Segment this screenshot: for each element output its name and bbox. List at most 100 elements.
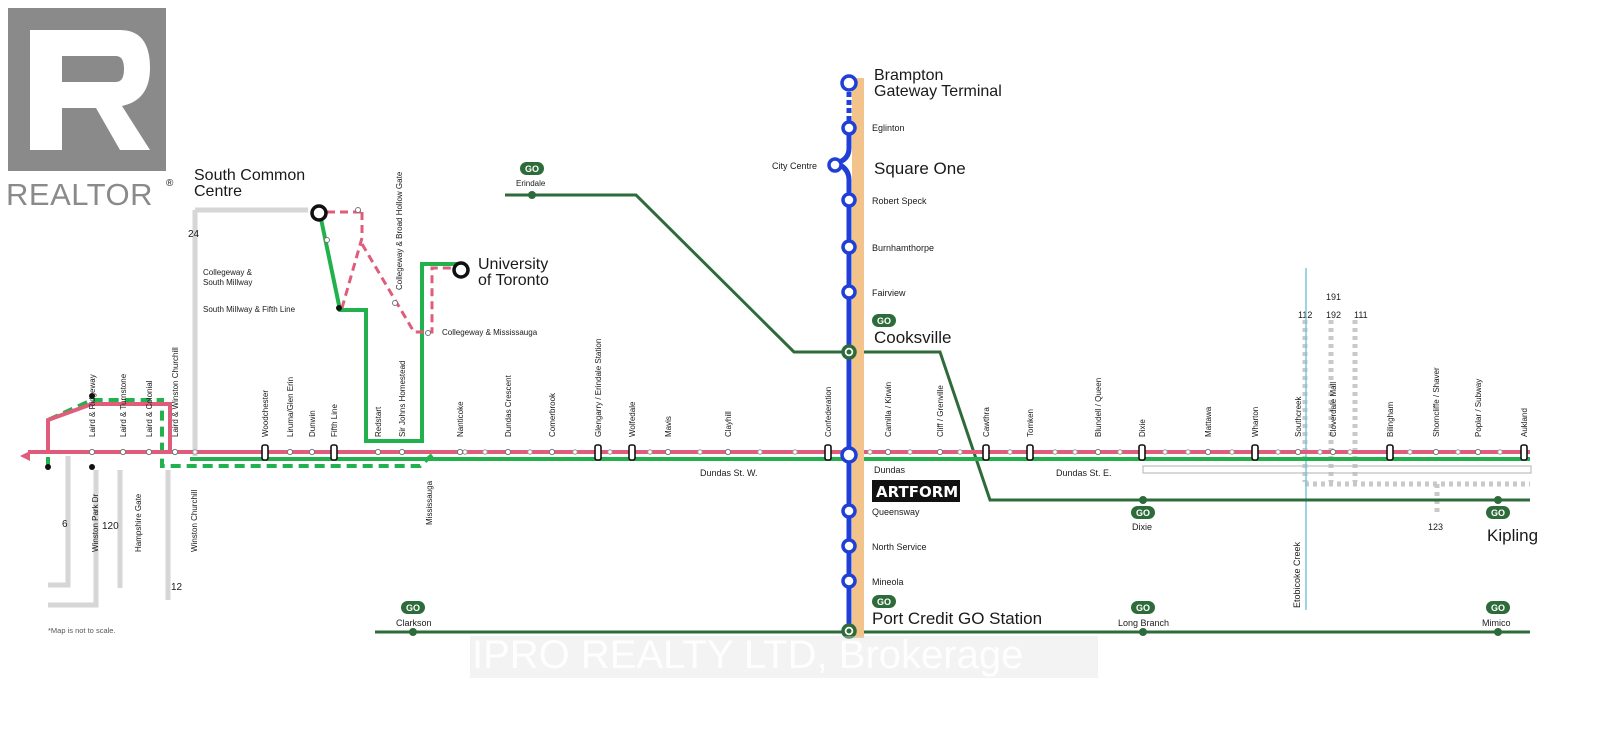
dundas-stop-marker[interactable] [504,448,512,456]
dundas-stop-marker[interactable] [330,444,338,461]
dundas-stop-marker[interactable] [1474,448,1482,456]
station-eglinton[interactable] [841,120,857,136]
dundas-minor-stop[interactable] [1407,449,1413,455]
dundas-minor-stop[interactable] [1072,449,1078,455]
dundas-minor-stop[interactable] [647,449,653,455]
station-queensway[interactable] [841,503,857,519]
go-long-branch-dot[interactable] [1139,628,1147,636]
station-robert-speck[interactable] [841,192,857,208]
dundas-stop-label: Sir Johns Homestead [398,361,407,437]
dundas-minor-stop[interactable] [527,449,533,455]
dundas-stop-marker[interactable] [1094,448,1102,456]
go-kipling-dot[interactable] [1494,496,1502,504]
dundas-minor-stop[interactable] [192,449,198,455]
station-burnhamthorpe[interactable] [841,239,857,255]
dundas-stop-marker[interactable] [1432,448,1440,456]
dundas-stop-label: Clayhill [724,411,733,437]
dundas-stop-marker[interactable] [456,448,464,456]
dundas-stop-marker[interactable] [308,448,316,456]
dundas-stop-marker[interactable] [936,448,944,456]
stop-collegeway-mississauga[interactable] [425,330,431,336]
dundas-stop-label: Nanticoke [456,401,465,437]
go-clarkson-dot[interactable] [409,628,417,636]
terminal-south-common[interactable] [310,204,328,222]
dundas-stop-marker[interactable] [1026,444,1034,461]
dundas-stop-marker[interactable] [1329,448,1337,456]
dundas-stop-marker[interactable] [664,448,672,456]
stop-laird-ridgeway-top[interactable] [89,393,95,399]
dundas-stop-marker[interactable] [88,448,96,456]
dundas-stop-marker[interactable] [824,444,832,461]
realtor-logo[interactable]: REALTOR ® [6,8,174,212]
station-brampton-gateway[interactable] [840,74,858,92]
dundas-minor-stop[interactable] [1317,449,1323,455]
dundas-minor-stop[interactable] [1185,449,1191,455]
dundas-minor-stop[interactable] [607,449,613,455]
dundas-stop-marker[interactable] [628,444,636,461]
dundas-minor-stop[interactable] [1229,449,1235,455]
dundas-stop-marker[interactable] [119,448,127,456]
stop-south-millway-fifth[interactable] [336,305,342,311]
go-erindale-dot[interactable] [528,191,536,199]
dundas-stop-marker[interactable] [261,444,269,461]
stop-collegeway-bhg[interactable] [392,300,398,306]
dundas-minor-stop[interactable] [1347,449,1353,455]
dundas-stop-marker[interactable] [145,448,153,456]
dundas-minor-stop[interactable] [462,449,468,455]
label-collegeway-south-millway-1: Collegeway & [203,268,253,277]
dundas-stop-marker[interactable] [398,448,406,456]
dundas-minor-stop[interactable] [1117,449,1123,455]
dundas-stop-label: Mattawa [1204,406,1213,437]
dundas-stop-marker[interactable] [884,448,892,456]
dundas-stop-marker[interactable] [1520,444,1528,461]
dundas-stop-marker[interactable] [1386,444,1394,461]
artform-badge[interactable]: ARTFORM [872,480,960,502]
dundas-stop-marker[interactable] [374,448,382,456]
dundas-stop-marker[interactable] [982,444,990,461]
stop-south-common-east[interactable] [355,207,361,213]
dundas-stop-marker[interactable] [548,448,556,456]
station-mineola[interactable] [841,573,857,589]
dundas-stop-marker[interactable] [1138,444,1146,461]
label-kipling: Kipling [1487,526,1538,545]
label-north-service: North Service [872,542,927,552]
station-fairview[interactable] [841,284,857,300]
cooksville-center-dot [846,349,852,355]
dundas-minor-stop[interactable] [957,449,963,455]
stop-winston-park[interactable] [89,464,95,470]
station-north-service[interactable] [841,538,857,554]
dundas-minor-stop[interactable] [1052,449,1058,455]
laird-loop-dashed-route [46,398,434,468]
dundas-stop-marker[interactable] [724,448,732,456]
dundas-minor-stop[interactable] [697,449,703,455]
dundas-stop-marker[interactable] [171,448,179,456]
dundas-stop-marker[interactable] [1251,444,1259,461]
stop-collegeway-south-millway[interactable] [324,237,330,243]
dundas-minor-stop[interactable] [867,449,873,455]
etobicoke-creek-label: Etobicoke Creek [1292,541,1302,608]
stop-laird-south[interactable] [45,464,51,470]
laird-brt-loop [46,402,172,452]
terminal-uoft[interactable] [452,261,470,279]
go-mimico-dot[interactable] [1494,628,1502,636]
dundas-minor-stop[interactable] [482,449,488,455]
dundas-minor-stop[interactable] [1455,449,1461,455]
dundas-minor-stop[interactable] [757,449,763,455]
go-dixie-dot[interactable] [1139,496,1147,504]
dundas-minor-stop[interactable] [572,449,578,455]
dundas-stop-marker[interactable] [286,448,294,456]
dundas-minor-stop[interactable] [1007,449,1013,455]
dundas-minor-stop[interactable] [907,449,913,455]
svg-text:GO: GO [877,597,891,607]
dundas-minor-stop[interactable] [1275,449,1281,455]
station-city-centre[interactable] [827,157,843,173]
dundas-stop-marker[interactable] [594,444,602,461]
label-erindale: Erindale [516,179,546,188]
dundas-minor-stop[interactable] [1497,449,1503,455]
dundas-minor-stop[interactable] [792,449,798,455]
dundas-stop-marker[interactable] [1294,448,1302,456]
dundas-stop-marker[interactable] [1204,448,1212,456]
station-dundas[interactable] [840,446,858,464]
dundas-minor-stop[interactable] [1162,449,1168,455]
label-south-millway-fifth: South Millway & Fifth Line [203,305,296,314]
